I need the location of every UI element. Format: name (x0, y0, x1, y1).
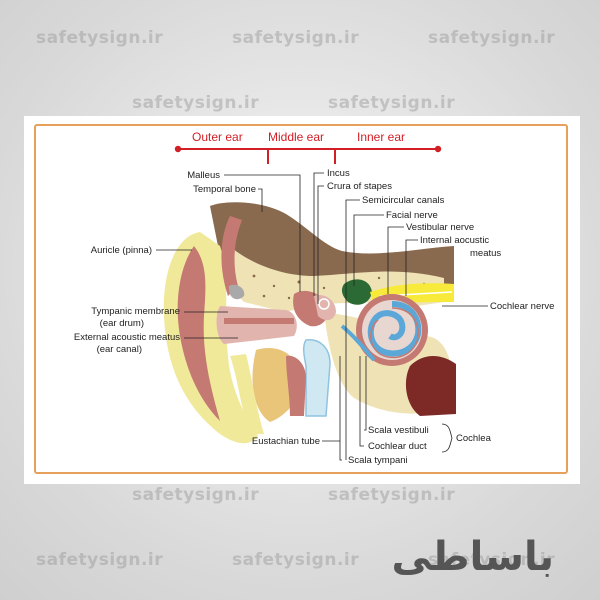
watermark: safetysign.ir (328, 485, 456, 505)
watermark: safetysign.ir (428, 550, 556, 570)
brand-logo: باساطی (391, 534, 554, 580)
label-temporal-bone: Temporal bone (193, 184, 256, 195)
cochlea-shape (356, 294, 428, 366)
label-scala-vestibuli: Scala vestibuli (368, 425, 429, 436)
diagram-labels: Malleus Temporal bone Auricle (pinna) Ty… (74, 168, 555, 466)
label-auricle: Auricle (pinna) (91, 245, 152, 256)
label-malleus: Malleus (187, 170, 220, 181)
label-incus: Incus (327, 168, 350, 179)
region-middle-ear: Middle ear (268, 130, 324, 144)
label-facial-nerve: Facial nerve (386, 210, 438, 221)
label-cochlea: Cochlea (456, 433, 492, 444)
label-vestibular-nerve: Vestibular nerve (406, 222, 474, 233)
label-eustachian-tube: Eustachian tube (252, 436, 320, 447)
watermark: safetysign.ir (232, 28, 360, 48)
label-external-acoustic-meatus-sub: (ear canal) (97, 344, 142, 355)
label-cochlear-duct: Cochlear duct (368, 441, 427, 452)
label-crura-of-stapes: Crura of stapes (327, 181, 392, 192)
ear-canal-shape (216, 306, 297, 344)
label-tympanic-membrane-sub: (ear drum) (100, 318, 144, 329)
ear-illustration (163, 202, 456, 444)
region-inner-ear: Inner ear (357, 130, 405, 144)
watermark: safetysign.ir (36, 28, 164, 48)
watermark: safetysign.ir (328, 93, 456, 113)
label-scala-tympani: Scala tympani (348, 455, 408, 466)
label-cochlear-nerve: Cochlear nerve (490, 301, 554, 312)
ear-diagram-card: Outer ear Middle ear Inner ear (24, 116, 580, 484)
watermark: safetysign.ir (232, 550, 360, 570)
region-bar: Outer ear Middle ear Inner ear (174, 130, 442, 164)
watermark: safetysign.ir (428, 28, 556, 48)
watermark: safetysign.ir (132, 485, 260, 505)
region-outer-ear: Outer ear (192, 130, 243, 144)
label-internal-acoustic-meatus: Internal aocustic (420, 235, 489, 246)
ear-anatomy-diagram: Outer ear Middle ear Inner ear (74, 130, 555, 466)
watermark: safetysign.ir (36, 550, 164, 570)
eustachian-tube-shape (302, 339, 331, 417)
label-semicircular-canals: Semicircular canals (362, 195, 445, 206)
vestibule-shape (341, 279, 372, 305)
diagram-frame (34, 124, 568, 474)
label-external-acoustic-meatus: External acoustic meatus (74, 332, 180, 343)
watermark: safetysign.ir (132, 93, 260, 113)
leader-lines (156, 172, 488, 461)
label-tympanic-membrane: Tympanic membrane (91, 306, 180, 317)
label-internal-acoustic-meatus-sub: meatus (470, 248, 501, 259)
